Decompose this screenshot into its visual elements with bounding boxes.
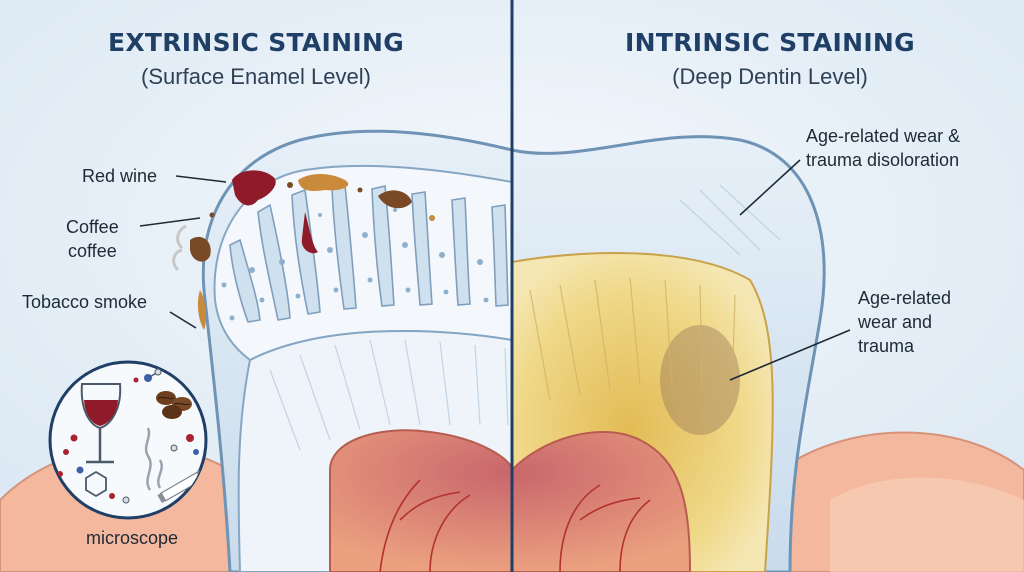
left-subtitle: (Surface Enamel Level)	[141, 64, 371, 89]
label-wear-discoloration-line-2: trauma disoloration	[806, 150, 960, 170]
label-red-wine-text: Red wine	[82, 166, 158, 186]
dark-stain-spot	[660, 325, 740, 435]
label-wear-trauma-line-1: Age-related	[858, 288, 952, 308]
pulp-chamber	[329, 429, 692, 572]
pulp-vessels	[379, 479, 651, 572]
enamel-stains	[172, 170, 435, 330]
coffee-bean-icon	[156, 391, 192, 419]
label-microscope: microscope	[86, 526, 178, 550]
label-tobacco-smoke: Tobacco smoke	[22, 290, 147, 314]
label-red-wine: Red wine	[82, 164, 157, 188]
left-title: EXTRINSIC STAINING	[107, 28, 405, 57]
label-wear-discoloration: Age-related wear & trauma disoloration	[806, 124, 960, 172]
smoke-icon	[144, 427, 163, 491]
label-microscope-text: microscope	[86, 528, 179, 548]
label-coffee: Coffee coffee	[66, 215, 119, 263]
microscope-inset	[48, 360, 208, 520]
wine-glass-icon	[80, 383, 122, 464]
label-tobacco-text: Tobacco smoke	[22, 292, 148, 312]
molecule-icon	[57, 368, 199, 504]
right-subtitle: (Deep Dentin Level)	[672, 64, 868, 89]
leader-lines	[139, 159, 851, 381]
label-wear-discoloration-line-1: Age-related wear &	[806, 126, 961, 146]
right-title: INTRINSIC STAINING	[625, 28, 915, 57]
label-coffee-line-1: Coffee	[66, 217, 119, 237]
label-wear-trauma-line-2: wear and	[858, 312, 933, 332]
label-coffee-line-2: coffee	[68, 241, 117, 261]
label-wear-trauma-line-3: trauma	[858, 336, 915, 356]
label-wear-trauma: Age-related wear and trauma	[858, 286, 951, 358]
